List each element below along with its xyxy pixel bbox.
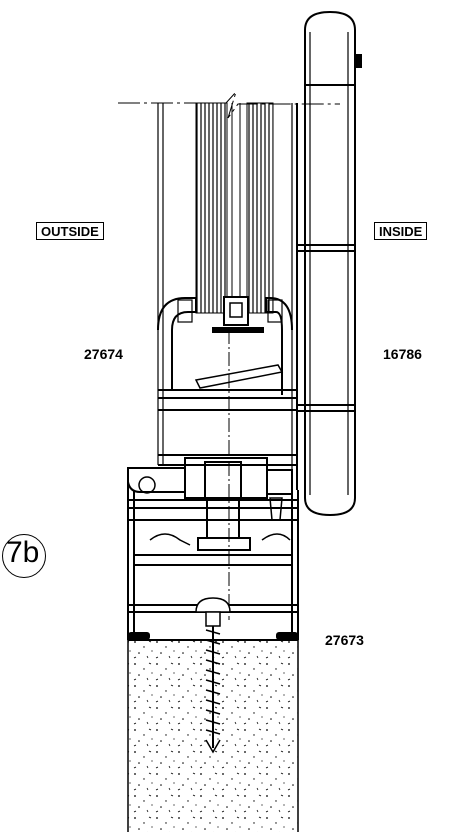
break-line — [118, 91, 340, 119]
sash-part-number: 27674 — [84, 346, 123, 362]
sash-profile — [157, 297, 297, 466]
gaskets — [128, 632, 298, 640]
inside-label: INSIDE — [374, 222, 428, 240]
detail-id: 7b — [6, 536, 40, 569]
detail-id-circle — [2, 534, 46, 578]
bead-part-number: 16786 — [383, 346, 422, 362]
glazing-unit — [195, 102, 274, 333]
interior-bead — [296, 10, 362, 517]
frame-part-number: 27673 — [325, 632, 364, 648]
concrete-substrate — [127, 639, 299, 832]
outside-label: OUTSIDE — [36, 222, 104, 240]
